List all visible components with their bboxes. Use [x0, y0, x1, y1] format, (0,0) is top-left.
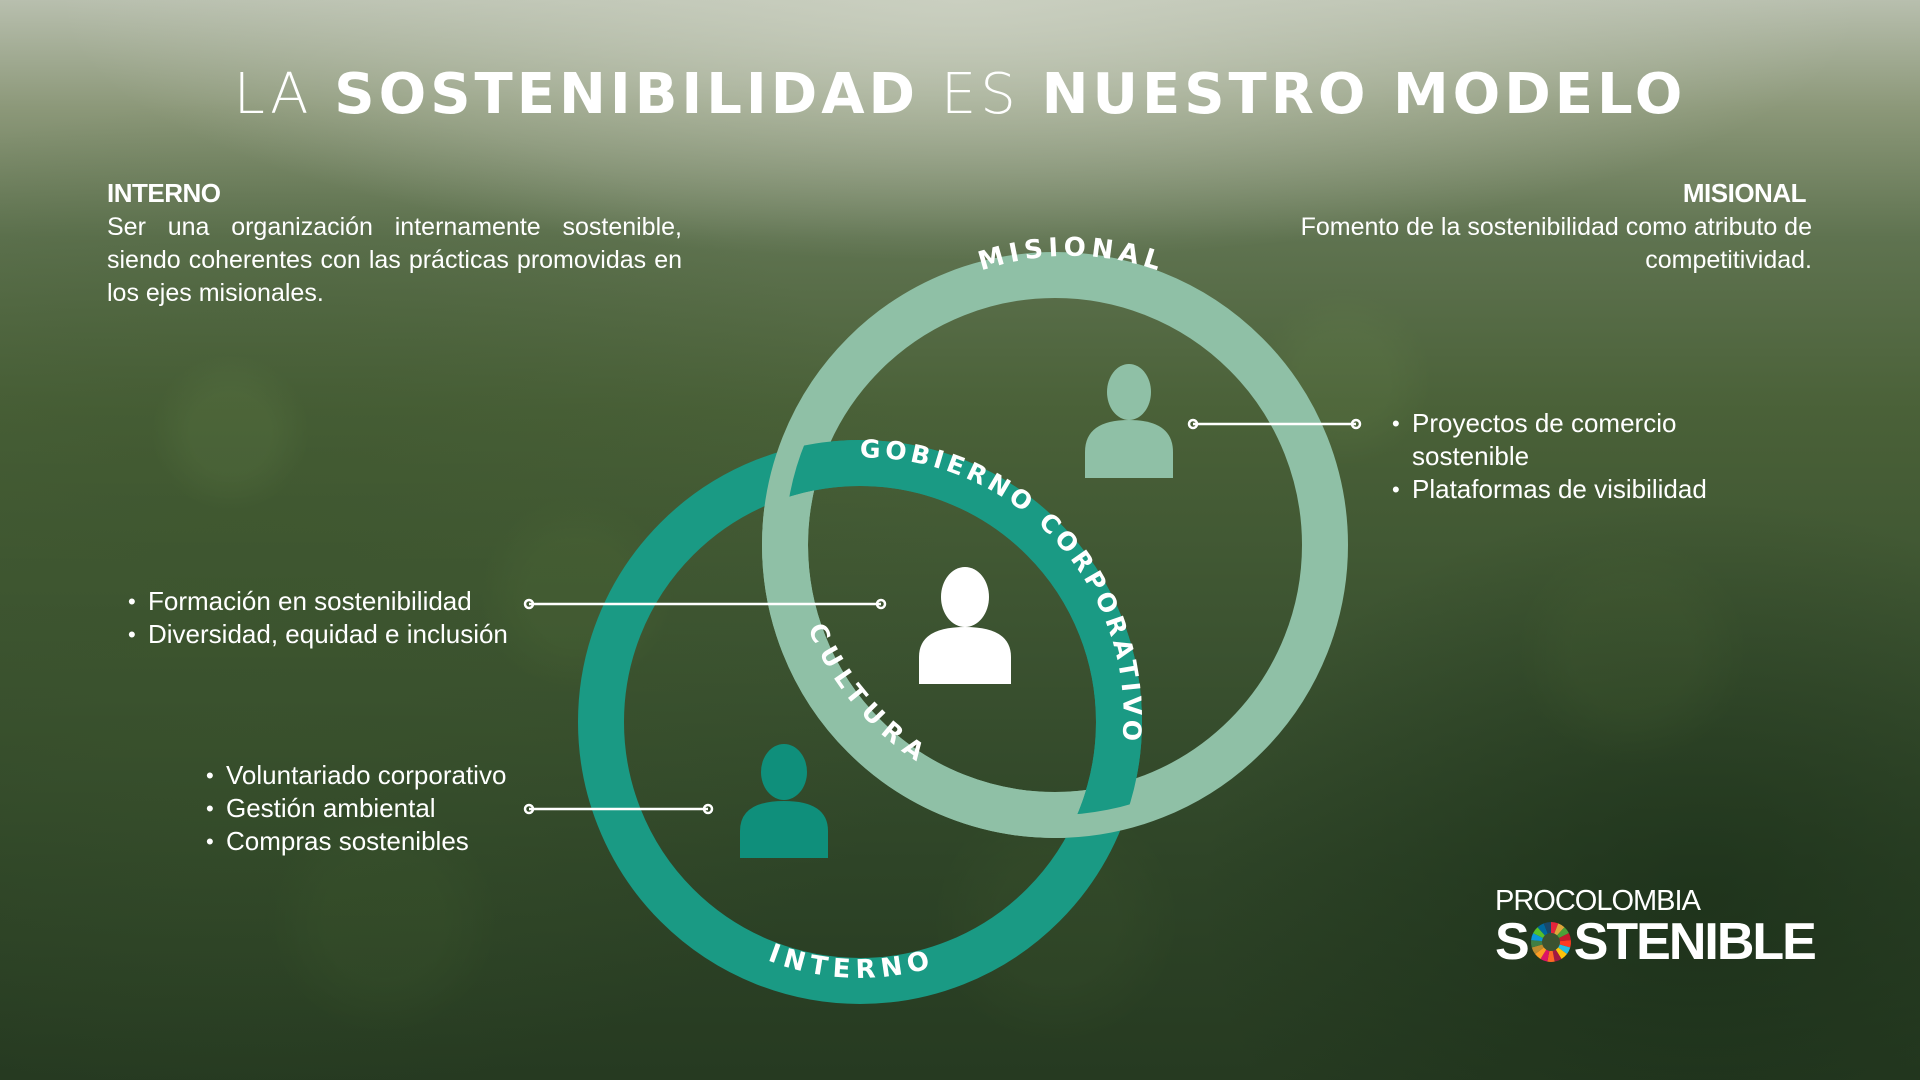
person-icon-misional: [1085, 364, 1173, 478]
interno-list: Voluntariado corporativo Gestión ambient…: [206, 759, 546, 858]
sdg-wheel-icon: [1530, 922, 1571, 962]
list-item: Voluntariado corporativo: [206, 759, 546, 792]
logo-letter: S: [1495, 913, 1530, 971]
person-icon-center: [919, 567, 1011, 684]
cultura-band: [762, 486, 1096, 838]
list-item: Diversidad, equidad e inclusión: [128, 618, 548, 651]
connector-dot: [1187, 418, 1199, 430]
title-part: ES: [940, 62, 1020, 127]
logo-line2: S STENIBLE: [1495, 912, 1817, 972]
misional-list: Proyectos de comercio sostenible Platafo…: [1392, 407, 1712, 506]
list-item: Compras sostenibles: [206, 825, 546, 858]
list-item: Formación en sostenibilidad: [128, 585, 548, 618]
procolombia-logo: PROCOLOMBIA S STENIBLE: [1495, 885, 1817, 972]
list-item: Gestión ambiental: [206, 792, 546, 825]
center-list: Formación en sostenibilidad Diversidad, …: [128, 585, 548, 651]
connector-dot: [702, 803, 714, 815]
misional-description: Fomento de la sostenibilidad como atribu…: [1300, 213, 1812, 274]
gobierno-band: [785, 440, 1142, 815]
misional-heading: MISIONAL: [1682, 178, 1807, 208]
person-icon-interno: [740, 744, 828, 858]
interno-heading: INTERNO: [107, 178, 221, 208]
title-part: NUESTRO MODELO: [1041, 62, 1687, 127]
connector-dot: [1350, 418, 1362, 430]
list-item: Plataformas de visibilidad: [1392, 473, 1712, 506]
interno-description: Ser una organización internamente sosten…: [107, 213, 682, 307]
title-part: SOSTENIBILIDAD: [334, 62, 920, 127]
logo-letters: STENIBLE: [1573, 913, 1817, 971]
logo-line1: PROCOLOMBIA: [1495, 885, 1701, 917]
page-title: LA SOSTENIBILIDAD ES NUESTRO MODELO: [0, 62, 1920, 127]
list-item: Proyectos de comercio sostenible: [1392, 407, 1712, 473]
title-part: LA: [233, 62, 313, 127]
connector-dot: [875, 598, 887, 610]
